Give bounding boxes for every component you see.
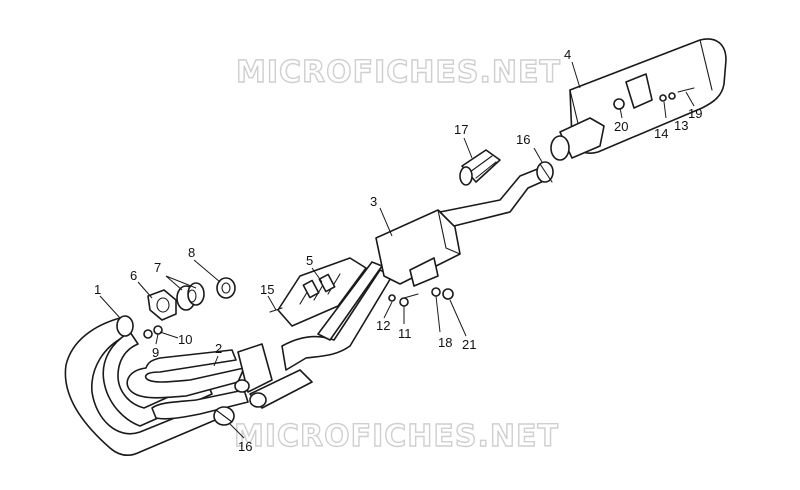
callout-19: 19 bbox=[688, 106, 702, 121]
callout-17: 17 bbox=[454, 122, 468, 137]
callout-9: 9 bbox=[152, 345, 159, 360]
callout-5: 5 bbox=[306, 253, 313, 268]
callout-3: 3 bbox=[370, 194, 377, 209]
callout-2: 2 bbox=[215, 341, 222, 356]
watermark-top: MICROFICHES.NET bbox=[236, 55, 561, 90]
callout-10: 10 bbox=[178, 332, 192, 347]
hardware bbox=[143, 87, 695, 339]
heat-shield bbox=[277, 257, 367, 327]
callout-6: 6 bbox=[130, 268, 137, 283]
callout-14: 14 bbox=[654, 126, 668, 141]
clamp-bottom bbox=[213, 406, 235, 426]
callout-8: 8 bbox=[188, 245, 195, 260]
callout-21: 21 bbox=[462, 337, 476, 352]
gasket-sleeve bbox=[459, 149, 501, 186]
callout-12: 12 bbox=[376, 318, 390, 333]
clamp-top bbox=[536, 161, 554, 183]
callout-20: 20 bbox=[614, 119, 628, 134]
callout-11: 11 bbox=[398, 326, 412, 341]
link-pipe bbox=[439, 167, 547, 227]
callout-18: 18 bbox=[438, 335, 452, 350]
flange-nut bbox=[147, 289, 177, 321]
leader-lines bbox=[99, 61, 695, 439]
callout-13: 13 bbox=[674, 118, 688, 133]
flange-gaskets bbox=[176, 282, 205, 311]
callout-16-top: 16 bbox=[516, 132, 530, 147]
exhaust-mid-pipe bbox=[126, 343, 313, 420]
watermark-bottom: MICROFICHES.NET bbox=[234, 419, 559, 454]
callout-15: 15 bbox=[260, 282, 274, 297]
sealing-ring bbox=[216, 277, 236, 299]
silencer bbox=[550, 38, 727, 161]
catalyst-housing bbox=[375, 209, 461, 287]
callout-1: 1 bbox=[94, 282, 101, 297]
callout-4: 4 bbox=[564, 47, 571, 62]
callout-16-bottom: 16 bbox=[238, 439, 252, 454]
callout-7: 7 bbox=[154, 260, 161, 275]
callout-numbers: 1 2 3 4 5 6 7 8 9 10 11 12 13 14 15 16 1… bbox=[94, 47, 702, 454]
